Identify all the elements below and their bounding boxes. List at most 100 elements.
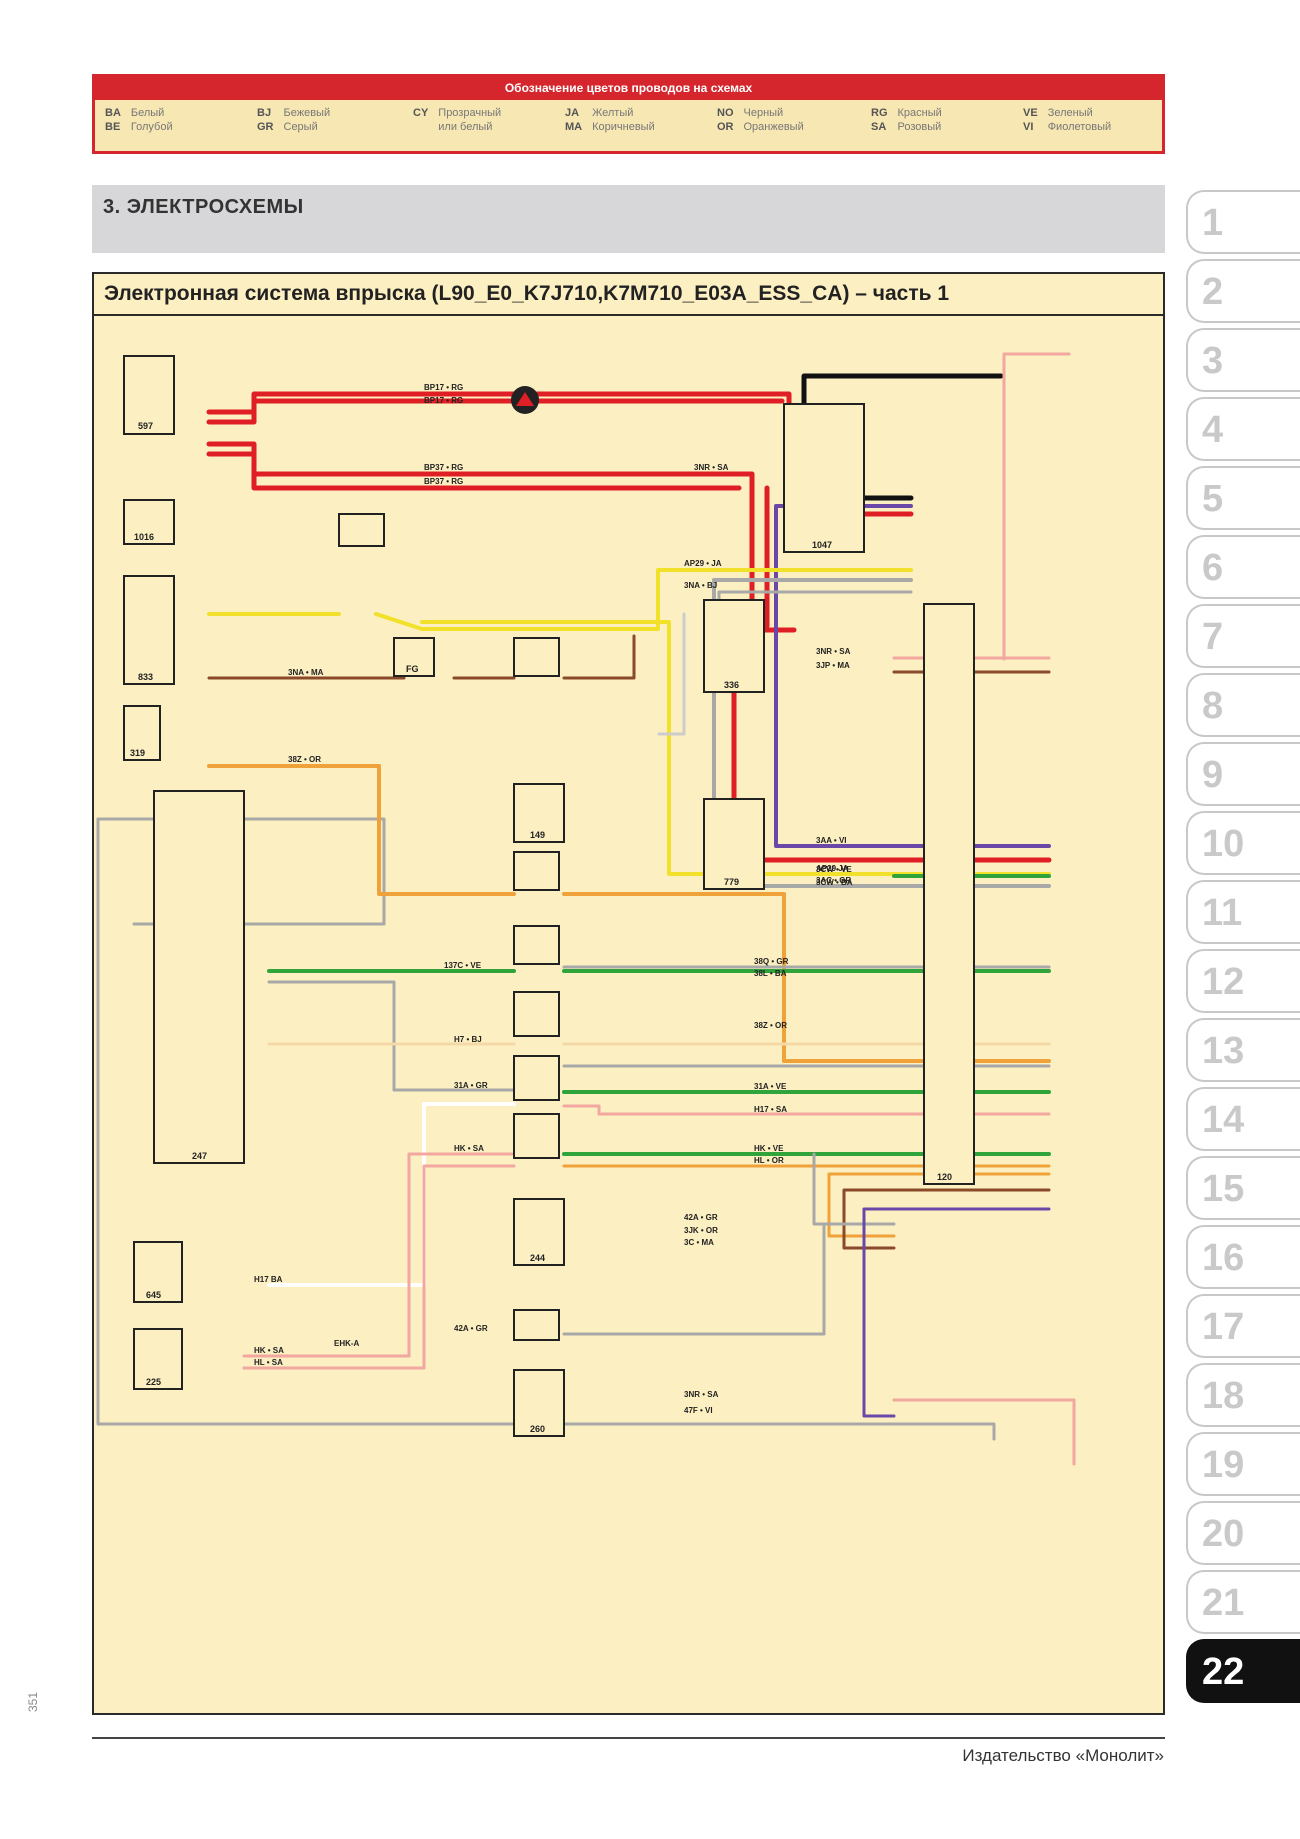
tab-16[interactable]: 16 (1186, 1225, 1300, 1289)
wire-violet-3aa (774, 504, 1051, 848)
tab-label: 13 (1202, 1030, 1245, 1072)
label-336: 336 (724, 680, 739, 690)
tab-18[interactable]: 18 (1186, 1363, 1300, 1427)
connector-r212 (513, 991, 560, 1037)
legend-names: Бежевый Серый (283, 107, 331, 133)
tab-2[interactable]: 2 (1186, 259, 1300, 323)
connector-r212 (513, 637, 560, 677)
section-title: 3. ЭЛЕКТРОСХЕМЫ (103, 196, 304, 218)
wire-label: HK • SA (454, 1144, 484, 1153)
tab-label: 11 (1202, 892, 1243, 934)
wire-label: HK • VE (754, 1144, 784, 1153)
tab-label: 14 (1202, 1099, 1245, 1141)
tab-21[interactable]: 21 (1186, 1570, 1300, 1634)
wire-pink-top (1002, 352, 1071, 661)
tab-3[interactable]: 3 (1186, 328, 1300, 392)
connector-r212 (513, 851, 560, 891)
legend-codes: RG SA (871, 107, 888, 133)
wire-gray-38q (562, 965, 1051, 1068)
wire-label: 3NR • SA (816, 647, 851, 656)
tab-10[interactable]: 10 (1186, 811, 1300, 875)
wire-label: 42A • GR (454, 1324, 488, 1333)
component-149 (513, 783, 565, 843)
tab-4[interactable]: 4 (1186, 397, 1300, 461)
connector-r212 (513, 1055, 560, 1101)
legend-names: Белый Голубой (130, 107, 173, 133)
wire-red-bp37b (206, 451, 742, 491)
wire-label: 38Z • OR (754, 1021, 787, 1030)
legend-codes: NO OR (717, 107, 734, 133)
component-833 (123, 575, 175, 685)
wire-label: H17 • SA (754, 1105, 787, 1114)
label-fg: FG (406, 664, 419, 674)
tab-13[interactable]: 13 (1186, 1018, 1300, 1082)
tab-17[interactable]: 17 (1186, 1294, 1300, 1358)
component-260 (513, 1369, 565, 1437)
legend-names: Зеленый Фиолетовый (1047, 107, 1112, 133)
tab-11[interactable]: 11 (1186, 880, 1300, 944)
tab-label: 2 (1202, 271, 1224, 313)
legend-names: Прозрачный или белый (438, 107, 502, 133)
tab-15[interactable]: 15 (1186, 1156, 1300, 1220)
label-225: 225 (146, 1377, 161, 1387)
tab-8[interactable]: 8 (1186, 673, 1300, 737)
label-1047: 1047 (812, 540, 832, 550)
component-225 (133, 1328, 183, 1390)
wire-label: H7 • BJ (454, 1035, 482, 1044)
label-645: 645 (146, 1290, 161, 1300)
wire-label: BP17 • RG (424, 396, 463, 405)
wire-label: HL • SA (254, 1358, 283, 1367)
wire-label: 137C • VE (444, 961, 482, 970)
component-779 (703, 798, 765, 890)
legend-codes: BA BE (105, 107, 121, 133)
tab-label: 6 (1202, 547, 1224, 589)
tab-19[interactable]: 19 (1186, 1432, 1300, 1496)
label-319: 319 (130, 748, 145, 758)
wire-pink-hk (242, 1152, 516, 1358)
diagram-title: Электронная система впрыска (L90_E0_K7J7… (104, 282, 950, 305)
tab-label: 19 (1202, 1444, 1245, 1486)
tab-label: 20 (1202, 1513, 1245, 1555)
wire-label: 3JP • MA (816, 661, 850, 670)
tab-label: 1 (1202, 202, 1224, 244)
tab-label: 7 (1202, 616, 1224, 658)
wire-brown-3na (207, 634, 636, 680)
tab-14[interactable]: 14 (1186, 1087, 1300, 1151)
tab-9[interactable]: 9 (1186, 742, 1300, 806)
wire-orange-hl (562, 1164, 1051, 1238)
tab-label: 21 (1202, 1582, 1245, 1624)
tab-label: 15 (1202, 1168, 1245, 1210)
tab-20[interactable]: 20 (1186, 1501, 1300, 1565)
component-247 (153, 790, 245, 1164)
tab-22-active[interactable]: 22 (1186, 1639, 1300, 1703)
wiring-diagram: Электронная система впрыска (L90_E0_K7J7… (92, 272, 1165, 1715)
label-779: 779 (724, 877, 739, 887)
tab-label: 10 (1202, 823, 1245, 865)
footer-divider (92, 1737, 1165, 1739)
wire-label: HL • OR (754, 1156, 784, 1165)
wire-label: 3C • MA (684, 1238, 714, 1247)
label-1016: 1016 (134, 532, 154, 542)
publisher-name: Издательство «Монолит» (962, 1746, 1164, 1765)
wire-yellow-ap29b (420, 620, 1051, 876)
component-244 (513, 1198, 565, 1266)
label-597: 597 (138, 421, 153, 431)
component-labels: 597 1016 833 319 247 645 225 149 779 336… (130, 421, 952, 1434)
tab-12[interactable]: 12 (1186, 949, 1300, 1013)
tab-5[interactable]: 5 (1186, 466, 1300, 530)
tab-6[interactable]: 6 (1186, 535, 1300, 599)
tab-7[interactable]: 7 (1186, 604, 1300, 668)
wire-label: 47F • VI (684, 1406, 713, 1415)
wire-red-bp17b (206, 398, 785, 425)
wire-label: 42A • GR (684, 1213, 718, 1222)
wire-label: 3AC • GR (816, 876, 851, 885)
tab-1[interactable]: 1 (1186, 190, 1300, 254)
wire-label: 38Z • OR (288, 755, 321, 764)
component-1047 (783, 403, 865, 553)
wire-yellow-ap29 (207, 568, 913, 631)
tab-label: 5 (1202, 478, 1224, 520)
connector-r212 (513, 1309, 560, 1341)
